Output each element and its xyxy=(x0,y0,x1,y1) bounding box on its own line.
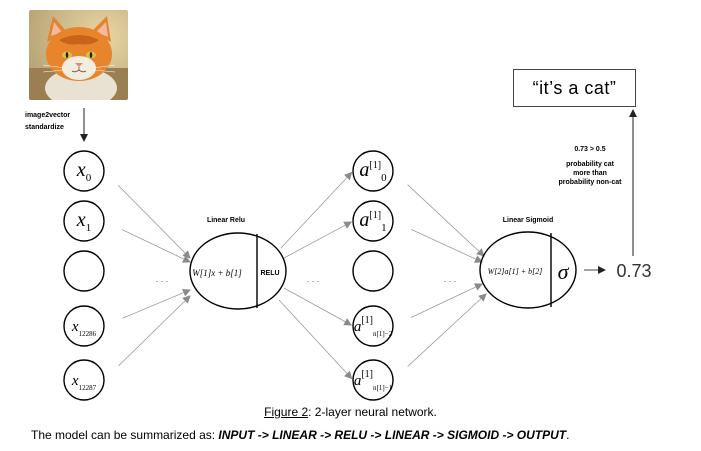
ellipsis-hidden: . . . xyxy=(307,274,320,284)
summary-prefix: The model can be summarized as: xyxy=(31,428,219,442)
layer2-formula: W[2]a[1] + b[2] xyxy=(488,267,543,276)
probability-note: 0.73 > 0.5 probability cat more than pro… xyxy=(540,145,640,187)
summary-suffix: . xyxy=(566,428,570,442)
input-node: x0 xyxy=(63,150,105,192)
image2vector-label: image2vector xyxy=(25,112,71,119)
linear-relu-unit: W[1]x + b[1] RELU xyxy=(189,232,287,310)
ellipsis-input: . . . xyxy=(156,274,169,284)
hidden-node: a[1]n[1]−2 xyxy=(352,305,394,347)
standardize-label: standardize xyxy=(25,124,64,131)
figure-caption: Figure 2: 2-layer neural network. xyxy=(0,405,701,419)
probability-note-line1: probability cat xyxy=(566,161,614,168)
linear-relu-label: Linear Relu xyxy=(207,217,245,224)
hidden-edge xyxy=(278,299,353,380)
hidden-edge xyxy=(283,221,353,259)
figure-caption-text: : 2-layer neural network. xyxy=(308,405,437,419)
linear-sigmoid-unit: W[2]a[1] + b[2] σ xyxy=(479,231,577,309)
input-edge xyxy=(117,184,191,259)
input-node: x12287 xyxy=(63,359,105,401)
output-edge xyxy=(410,229,483,263)
input-node-label: x0 xyxy=(76,159,92,184)
linear-sigmoid-label: Linear Sigmoid xyxy=(503,217,554,224)
input-node: x12286 xyxy=(63,305,105,347)
hidden-node-label: a[1]n[1]−1 xyxy=(354,369,393,392)
input-node xyxy=(63,250,105,292)
hidden-node-label: a[1]0 xyxy=(359,159,387,184)
output-edge xyxy=(410,283,483,318)
probability-note-line3: probability non-cat xyxy=(558,179,622,186)
hidden-node xyxy=(352,250,394,292)
hidden-edge xyxy=(280,171,353,249)
relu-label: RELU xyxy=(260,270,279,277)
input-node: x1 xyxy=(63,200,105,242)
input-node-label: x12286 xyxy=(71,319,97,338)
sigma-symbol: σ xyxy=(558,259,570,284)
hidden-node: a[1]1 xyxy=(352,200,394,242)
probability-note-line2: more than xyxy=(573,170,607,177)
summary-pipeline: INPUT -> LINEAR -> RELU -> LINEAR -> SIG… xyxy=(218,428,567,442)
output-value: 0.73 xyxy=(616,261,651,281)
cat-image xyxy=(29,10,128,100)
probability-comparison: 0.73 > 0.5 xyxy=(574,146,606,153)
hidden-edge xyxy=(283,287,353,326)
input-node-label: x12287 xyxy=(71,373,97,392)
input-edge xyxy=(118,295,191,367)
ellipsis-output: . . . xyxy=(444,274,457,284)
hidden-node-label: a[1]n[1]−2 xyxy=(354,315,393,338)
output-edge xyxy=(407,184,485,257)
hidden-node: a[1]n[1]−1 xyxy=(352,359,394,401)
output-edge xyxy=(407,293,487,367)
hidden-node-label: a[1]1 xyxy=(359,209,386,234)
input-node-label: x1 xyxy=(76,209,91,234)
output-text-box: “it’s a cat” xyxy=(513,69,636,107)
hidden-node: a[1]0 xyxy=(352,150,394,192)
model-summary: The model can be summarized as: INPUT ->… xyxy=(31,428,569,442)
input-edge xyxy=(122,289,191,319)
layer1-formula: W[1]x + b[1] xyxy=(192,268,242,278)
figure-reference: Figure 2 xyxy=(264,405,309,419)
input-edge xyxy=(121,229,191,263)
